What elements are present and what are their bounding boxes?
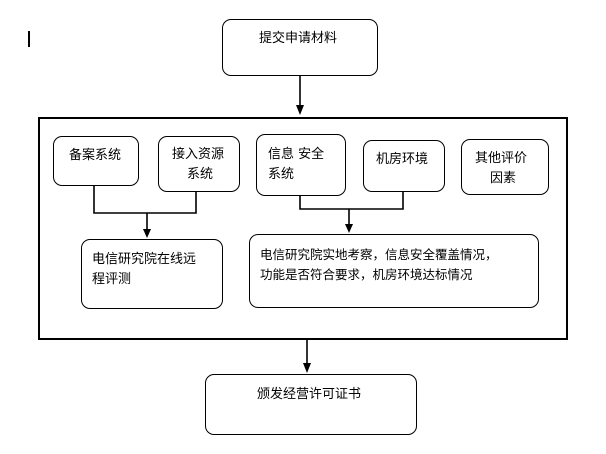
connector-filing-access-merge (93, 186, 197, 214)
node-infosec-system: 信息 安全 系统 (256, 134, 346, 196)
node-other-factors: 其他评价 因素 (461, 139, 549, 195)
arrowhead-frame-to-license (303, 363, 311, 373)
node-infosec-label-line1: 信息 安全 (268, 147, 325, 162)
node-filing-label: 备案系统 (69, 148, 122, 163)
arrowhead-merge-to-onsite (345, 224, 353, 233)
node-access-resource-system: 接入资源 系统 (158, 136, 240, 192)
node-access-label-line1: 接入资源 (172, 147, 225, 162)
node-onsite-label-line2: 功能是否符合要求，机房环境达标情况 (260, 267, 473, 282)
node-onsite-label-line1: 电信研究院实地考察，信息安全覆盖情况， (260, 247, 498, 262)
node-infosec-label-line2: 系统 (268, 167, 295, 182)
node-filing-system: 备案系统 (53, 136, 139, 186)
node-submit-label: 提交申请材料 (259, 31, 338, 46)
node-online-label-line2: 程评测 (92, 272, 132, 287)
node-license-label: 颁发经营许可证书 (257, 387, 362, 402)
node-access-label-line2: 系统 (187, 167, 214, 182)
node-machine-room-label: 机房环境 (376, 152, 429, 167)
node-machine-room: 机房环境 (363, 140, 445, 192)
connector-infosec-room-merge (299, 192, 404, 210)
node-issue-license: 颁发经营许可证书 (205, 374, 417, 435)
node-other-label-line2: 因素 (490, 171, 517, 186)
arrowhead-merge-to-online (143, 229, 151, 238)
node-online-remote-evaluation: 电信研究院在线远 程评测 (81, 239, 223, 309)
node-other-label-line1: 其他评价 (475, 151, 528, 166)
node-online-label-line1: 电信研究院在线远 (92, 252, 197, 267)
arrowhead-submit-to-frame (296, 105, 304, 115)
node-submit-materials: 提交申请材料 (222, 19, 378, 76)
review-group-frame (38, 117, 568, 340)
text-cursor-mark (28, 31, 30, 47)
node-onsite-inspection: 电信研究院实地考察，信息安全覆盖情况， 功能是否符合要求，机房环境达标情况 (249, 234, 539, 308)
